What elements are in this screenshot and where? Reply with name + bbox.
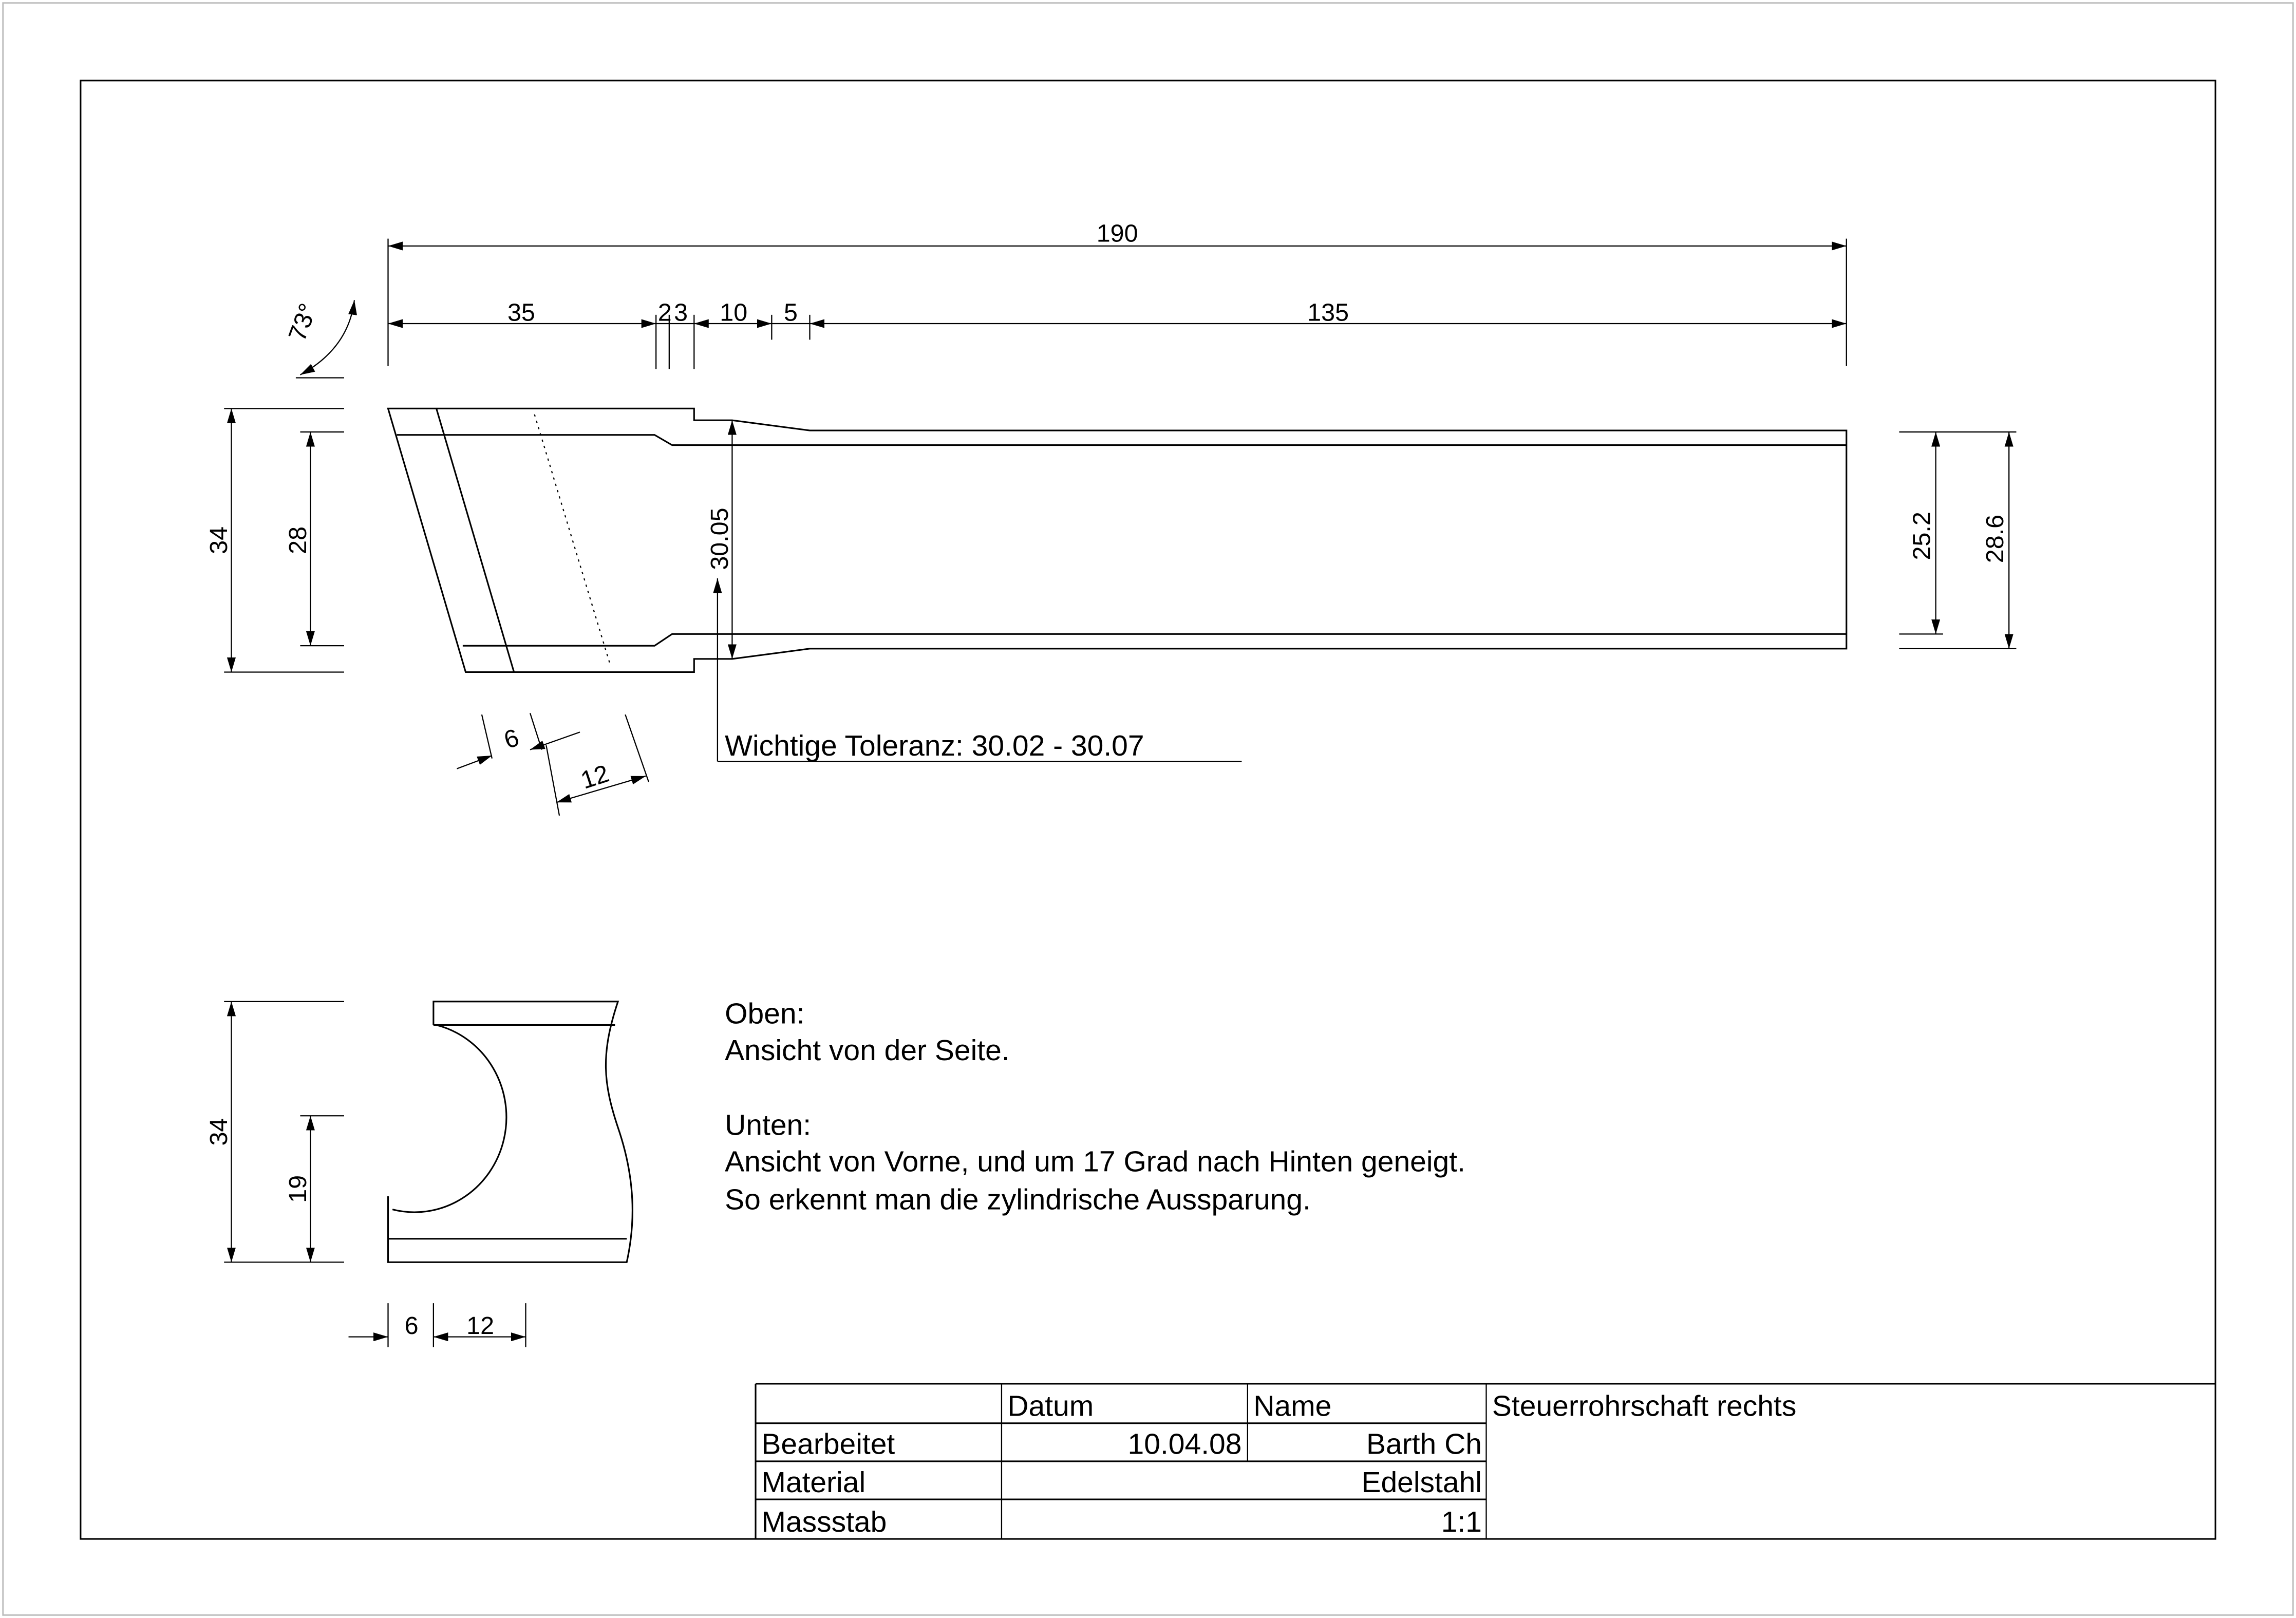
dim-3: 3 xyxy=(674,298,688,326)
dim-28-6: 28.6 xyxy=(1981,515,2009,563)
note-line: Oben: xyxy=(725,998,804,1030)
dim-front-6: 6 xyxy=(405,1312,419,1340)
dim-side-28: 28 xyxy=(284,526,312,554)
dim-25-2: 25.2 xyxy=(1908,512,1935,560)
note-line: Ansicht von der Seite. xyxy=(725,1034,1009,1067)
dim-2: 2 xyxy=(658,298,672,326)
edited-date: 10.04.08 xyxy=(1128,1428,1242,1461)
header-date: Datum xyxy=(1007,1390,1094,1423)
note-line: So erkennt man die zylindrische Aussparu… xyxy=(725,1183,1311,1216)
dim-135: 135 xyxy=(1307,298,1349,326)
scale-value: 1:1 xyxy=(1441,1506,1482,1538)
dim-angle-73: 73° xyxy=(283,300,322,345)
tolerance-note: Wichtige Toleranz: 30.02 - 30.07 xyxy=(725,729,1144,762)
material-value: Edelstahl xyxy=(1361,1466,1482,1499)
front-view: 34 19 6 12 xyxy=(205,1001,633,1347)
dim-slant-12: 12 xyxy=(577,760,612,795)
edited-name: Barth Ch xyxy=(1366,1428,1482,1461)
top-dimensions: 190 35 2 3 10 5 135 73° xyxy=(283,219,1847,379)
dim-side-34: 34 xyxy=(205,526,233,554)
dim-30-05: 30.05 xyxy=(706,507,733,570)
dim-5: 5 xyxy=(784,298,798,326)
label-material: Material xyxy=(761,1466,865,1499)
dim-slant-6: 6 xyxy=(501,724,522,755)
note-line: Unten: xyxy=(725,1108,811,1141)
title-block: Datum Name Steuerrohrschaft rechts Bearb… xyxy=(755,1383,2216,1539)
notes: Oben: Ansicht von der Seite. Unten: Ansi… xyxy=(725,998,1465,1216)
dim-front-19: 19 xyxy=(284,1175,312,1203)
side-view: 30.05 Wichtige Toleranz: 30.02 - 30.07 3… xyxy=(205,407,2017,816)
dim-190: 190 xyxy=(1097,219,1138,247)
dim-35: 35 xyxy=(507,298,535,326)
drawing-frame xyxy=(80,80,2216,1540)
dim-front-34: 34 xyxy=(205,1118,233,1146)
label-edited: Bearbeitet xyxy=(761,1428,895,1461)
dim-front-12: 12 xyxy=(466,1312,494,1340)
note-line: Ansicht von Vorne, und um 17 Grad nach H… xyxy=(725,1145,1465,1178)
label-scale: Massstab xyxy=(761,1506,887,1538)
drawing-title: Steuerrohrschaft rechts xyxy=(1492,1390,1796,1423)
dim-10: 10 xyxy=(720,298,747,326)
header-name: Name xyxy=(1253,1390,1331,1423)
